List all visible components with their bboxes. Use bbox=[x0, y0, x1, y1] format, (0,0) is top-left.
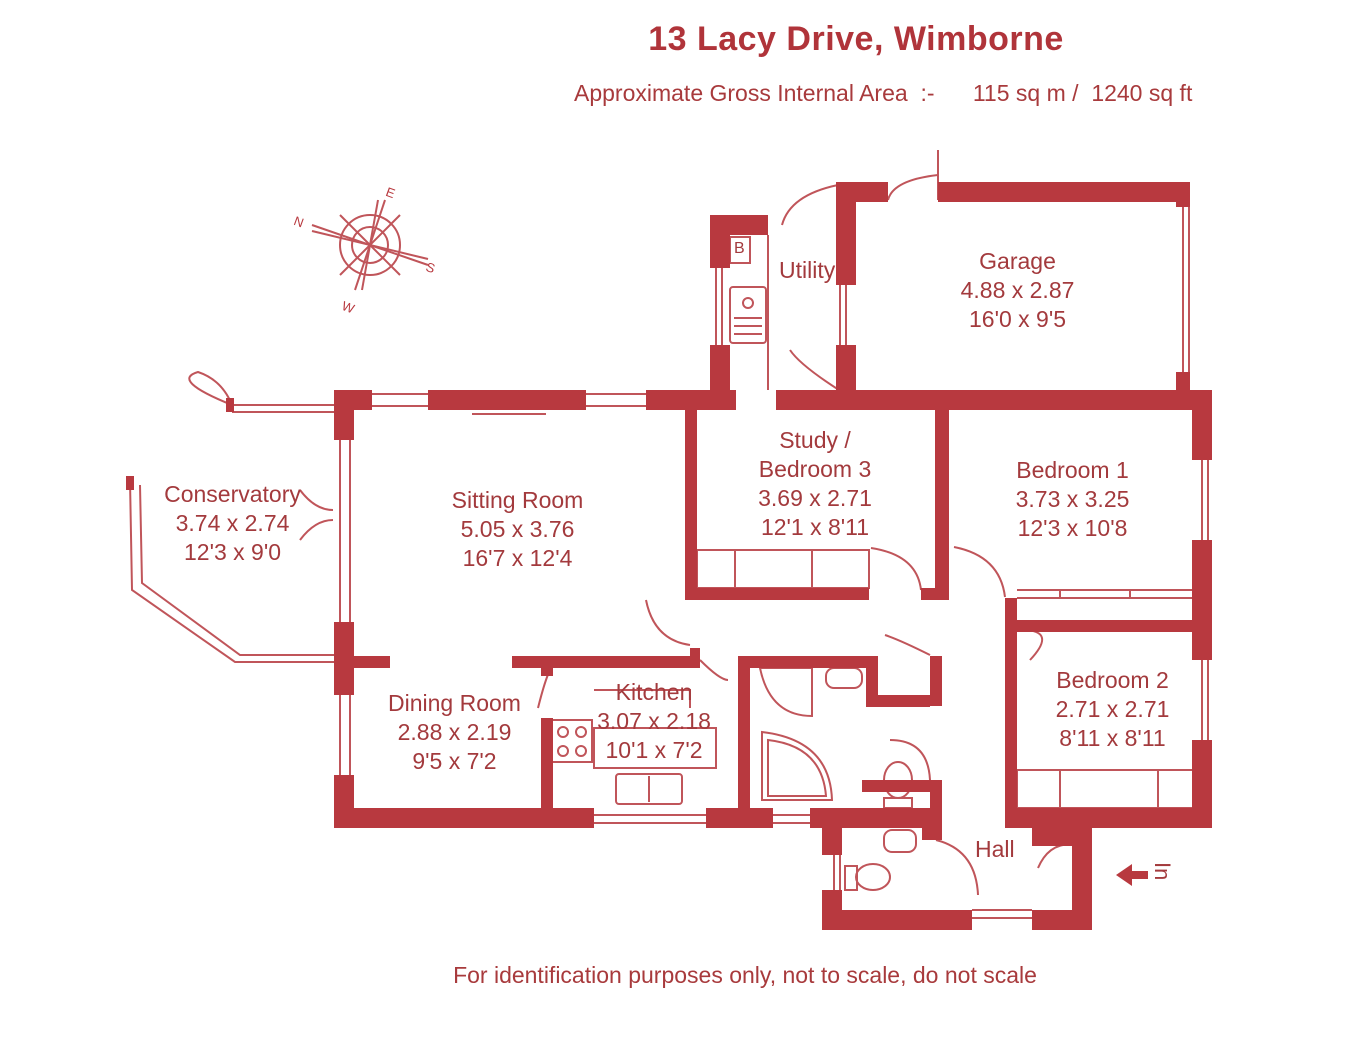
gross-area-line: Approximate Gross Internal Area :- 115 s… bbox=[574, 80, 1192, 107]
room-hall: Hall bbox=[975, 836, 1015, 862]
footer-disclaimer: For identification purposes only, not to… bbox=[453, 962, 1037, 988]
room-metric: 2.88 x 2.19 bbox=[397, 719, 512, 745]
room-name: Conservatory bbox=[164, 481, 301, 507]
room-name: Kitchen bbox=[615, 679, 693, 705]
compass-e: E bbox=[384, 184, 398, 201]
area-label: Approximate Gross Internal Area :- bbox=[574, 80, 935, 106]
compass-s: S bbox=[424, 259, 438, 276]
room-metric: 3.73 x 3.25 bbox=[1015, 486, 1130, 512]
room-name: Study / bbox=[779, 427, 851, 453]
room-imperial: 10'1 x 7'2 bbox=[605, 737, 703, 763]
room-metric: 3.74 x 2.74 bbox=[175, 510, 290, 536]
compass-rose-icon bbox=[311, 199, 429, 291]
room-study: Study / Bedroom 3 3.69 x 2.71 12'1 x 8'1… bbox=[745, 426, 885, 542]
room-name: Bedroom 2 bbox=[1056, 667, 1169, 693]
room-metric: 5.05 x 3.76 bbox=[460, 516, 575, 542]
room-sitting: Sitting Room 5.05 x 3.76 16'7 x 12'4 bbox=[440, 486, 595, 573]
room-kitchen: Kitchen 3.07 x 2.18 10'1 x 7'2 bbox=[588, 678, 720, 765]
room-metric: 4.88 x 2.87 bbox=[960, 277, 1075, 303]
room-dining: Dining Room 2.88 x 2.19 9'5 x 7'2 bbox=[382, 689, 527, 776]
room-imperial: 16'7 x 12'4 bbox=[462, 545, 573, 571]
entrance-label: In bbox=[1150, 862, 1175, 881]
room-imperial: 9'5 x 7'2 bbox=[412, 748, 497, 774]
boiler-label: B bbox=[734, 240, 745, 257]
room-bedroom-1: Bedroom 1 3.73 x 3.25 12'3 x 10'8 bbox=[1005, 456, 1140, 543]
compass-n: N bbox=[292, 213, 306, 230]
room-name: Dining Room bbox=[388, 690, 521, 716]
entrance-arrow-icon bbox=[1116, 864, 1148, 886]
compass-w: W bbox=[340, 298, 357, 317]
room-metric: 3.69 x 2.71 bbox=[758, 485, 872, 511]
walls bbox=[126, 182, 1212, 930]
room-imperial: 12'3 x 10'8 bbox=[1017, 515, 1128, 541]
room-name: Garage bbox=[979, 248, 1056, 274]
room-imperial: 16'0 x 9'5 bbox=[968, 306, 1067, 332]
room-imperial: 12'3 x 9'0 bbox=[183, 539, 282, 565]
room-name: Bedroom 1 bbox=[1016, 457, 1129, 483]
room-name: Sitting Room bbox=[451, 487, 584, 513]
room-bedroom-2: Bedroom 2 2.71 x 2.71 8'11 x 8'11 bbox=[1045, 666, 1180, 753]
plan-title: 13 Lacy Drive, Wimborne bbox=[648, 20, 1064, 58]
room-metric: 3.07 x 2.18 bbox=[597, 708, 711, 734]
area-metric: 115 sq m / bbox=[972, 80, 1079, 106]
area-imperial: 1240 sq ft bbox=[1091, 80, 1193, 106]
room-garage: Garage 4.88 x 2.87 16'0 x 9'5 bbox=[955, 247, 1080, 334]
room-conservatory: Conservatory 3.74 x 2.74 12'3 x 9'0 bbox=[160, 480, 305, 567]
room-utility: Utility bbox=[779, 257, 836, 283]
room-name-2: Bedroom 3 bbox=[758, 456, 872, 482]
room-imperial: 12'1 x 8'11 bbox=[760, 514, 870, 540]
room-metric: 2.71 x 2.71 bbox=[1055, 696, 1170, 722]
room-imperial: 8'11 x 8'11 bbox=[1059, 725, 1166, 751]
